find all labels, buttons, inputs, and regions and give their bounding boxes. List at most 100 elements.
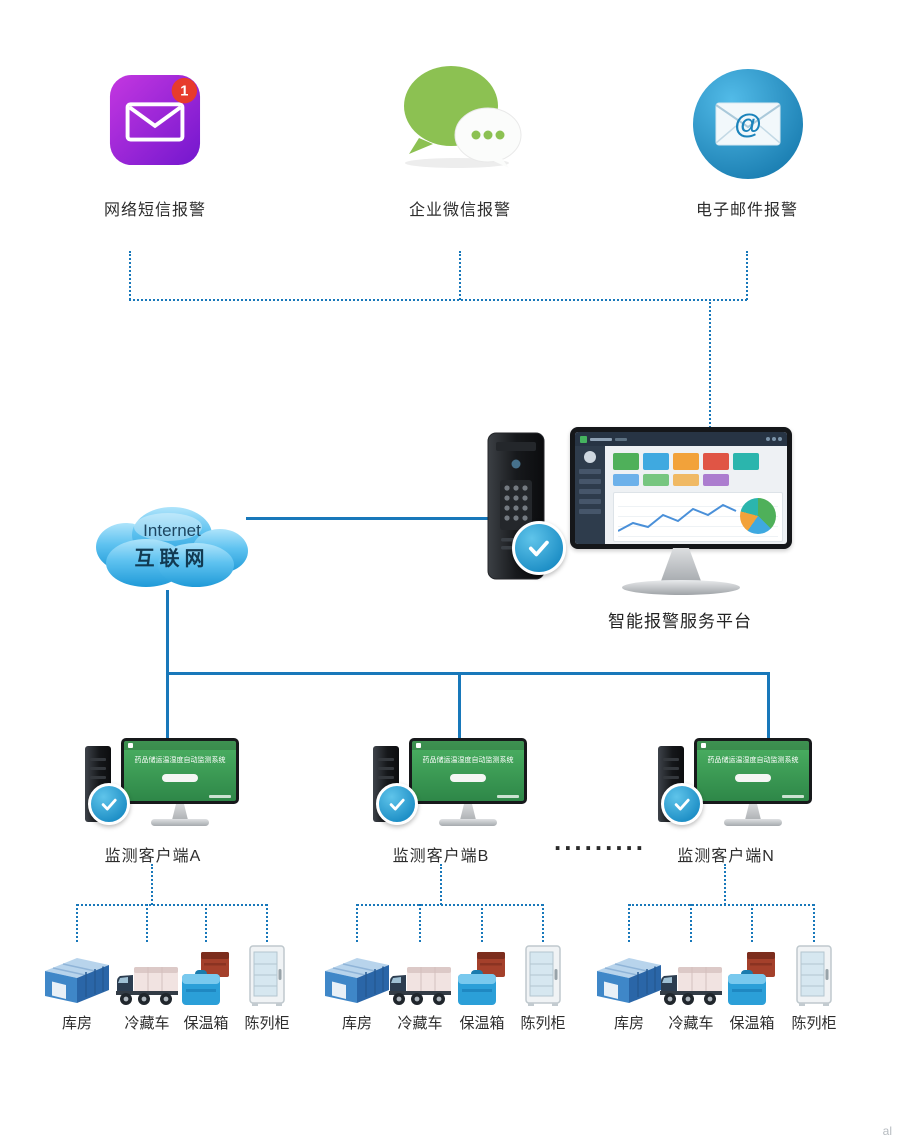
connector-bus-to-client-n: [767, 672, 770, 740]
internet-cloud: Internet 互联网: [88, 503, 256, 595]
dashboard-line-chart: [613, 492, 783, 542]
dashboard-header: [575, 432, 787, 446]
device-label: 冷藏车: [124, 1015, 170, 1032]
dashboard-header-icons: [766, 437, 782, 441]
cloud-subtitle: 互联网: [134, 548, 210, 570]
check-icon: [671, 793, 693, 815]
device-display-cabinet: 陈列柜: [505, 944, 581, 1033]
device-cooler-box: 保温箱: [714, 944, 790, 1033]
sms-alarm-label: 网络短信报警: [103, 202, 206, 219]
check-icon: [98, 793, 120, 815]
sidebar-menu-item: [579, 499, 601, 504]
screen-footer-shape: [782, 795, 804, 798]
watermark: al: [882, 1124, 892, 1138]
connector-n-cabinet: [813, 904, 815, 942]
connector-email-down: [746, 251, 748, 300]
check-icon: [386, 793, 408, 815]
dashboard-tiles-row1: [613, 453, 759, 470]
device-label: 库房: [61, 1015, 92, 1032]
client-screen-title: 药品储运温湿度自动监测系统: [134, 757, 226, 764]
connector-client-b-down: [440, 864, 442, 905]
device-warehouse: 库房: [591, 944, 667, 1033]
client-screen-title: 药品储运温湿度自动监测系统: [422, 757, 514, 764]
client-screen-title: 药品储运温湿度自动监测系统: [707, 757, 799, 764]
client-node-n: 药品储运温湿度自动监测系统 监测客户端N: [656, 738, 816, 868]
device-display-cabinet: 陈列柜: [229, 944, 305, 1033]
device-label: 冷藏车: [397, 1015, 443, 1032]
dashboard-sidebar: [575, 446, 605, 544]
display-cabinet-icon: [229, 944, 305, 1008]
checkmark-badge: [88, 783, 130, 825]
device-cooler-box: 保温箱: [168, 944, 244, 1033]
device-truck: 冷藏车: [109, 944, 185, 1033]
checkmark-badge: [661, 783, 703, 825]
connector-a-cabinet: [266, 904, 268, 942]
connector-alarm-bus: [129, 299, 747, 301]
connector-wechat-down: [459, 251, 461, 300]
cloud-icon: [96, 507, 248, 587]
connector-n-truck: [690, 904, 692, 942]
connector-b-cabinet: [542, 904, 544, 942]
connector-devices-bus-a: [77, 904, 267, 906]
check-icon: [524, 533, 554, 563]
connector-cloud-to-platform: [246, 517, 490, 520]
connector-cloud-down: [166, 590, 169, 740]
client-screen-header: [124, 741, 236, 750]
wechat-icon: [404, 66, 522, 168]
notification-badge: [171, 77, 198, 104]
connector-client-bus: [166, 672, 770, 675]
avatar: [584, 451, 596, 463]
sidebar-menu-item: [579, 469, 601, 474]
app-logo: [701, 743, 706, 748]
client-node-b: 药品储运温湿度自动监测系统 监测客户端B: [371, 738, 531, 868]
monitor-stand: [460, 804, 476, 820]
connector-b-cooler: [481, 904, 483, 942]
client-monitor: 药品储运温湿度自动监测系统: [121, 738, 239, 804]
display-cabinet-icon: [776, 944, 852, 1008]
client-screen: 药品储运温湿度自动监测系统: [412, 741, 524, 801]
connector-a-cooler: [205, 904, 207, 942]
client-screen-header: [697, 741, 809, 750]
connector-devices-bus-n: [629, 904, 814, 906]
connector-client-a-down: [151, 864, 153, 905]
connector-client-n-down: [724, 864, 726, 905]
dashboard-pie-chart: [740, 498, 776, 534]
connector-devices-bus-b: [357, 904, 543, 906]
sms-message-icon: 1: [109, 74, 201, 166]
dashboard-tiles-row2: [613, 474, 729, 486]
device-label: 保温箱: [183, 1015, 229, 1032]
sidebar-menu-item: [579, 509, 601, 514]
clients-ellipsis: .........: [553, 826, 646, 856]
monitor-stand: [661, 548, 701, 581]
monitor-base: [439, 819, 497, 826]
monitor-base: [622, 580, 740, 595]
platform-dashboard-screen: [575, 432, 787, 544]
device-truck: 冷藏车: [382, 944, 458, 1033]
monitor-base: [724, 819, 782, 826]
device-label: 冷藏车: [668, 1015, 714, 1032]
at-glyph: @: [734, 108, 761, 139]
client-label: 监测客户端N: [677, 848, 775, 865]
dashboard-subtitle-shape: [615, 437, 627, 441]
cloud-title: Internet: [143, 521, 201, 540]
monitor-stand: [745, 804, 761, 820]
connector-bus-to-client-b: [458, 672, 461, 740]
login-button-shape: [735, 774, 771, 782]
connector-a-truck: [146, 904, 148, 942]
device-cooler-box: 保温箱: [444, 944, 520, 1033]
dashboard-logo: [580, 435, 587, 443]
connector-bus-to-platform: [709, 299, 711, 428]
badge-count: 1: [180, 84, 188, 100]
device-label: 保温箱: [459, 1015, 505, 1032]
monitor-stand: [172, 804, 188, 820]
client-monitor: 药品储运温湿度自动监测系统: [409, 738, 527, 804]
device-truck: 冷藏车: [653, 944, 729, 1033]
login-button-shape: [450, 774, 486, 782]
client-screen-header: [412, 741, 524, 750]
client-label: 监测客户端B: [392, 848, 490, 865]
app-logo: [416, 743, 421, 748]
sidebar-menu-item: [579, 489, 601, 494]
device-label: 陈列柜: [244, 1015, 290, 1032]
client-monitor: 药品储运温湿度自动监测系统: [694, 738, 812, 804]
